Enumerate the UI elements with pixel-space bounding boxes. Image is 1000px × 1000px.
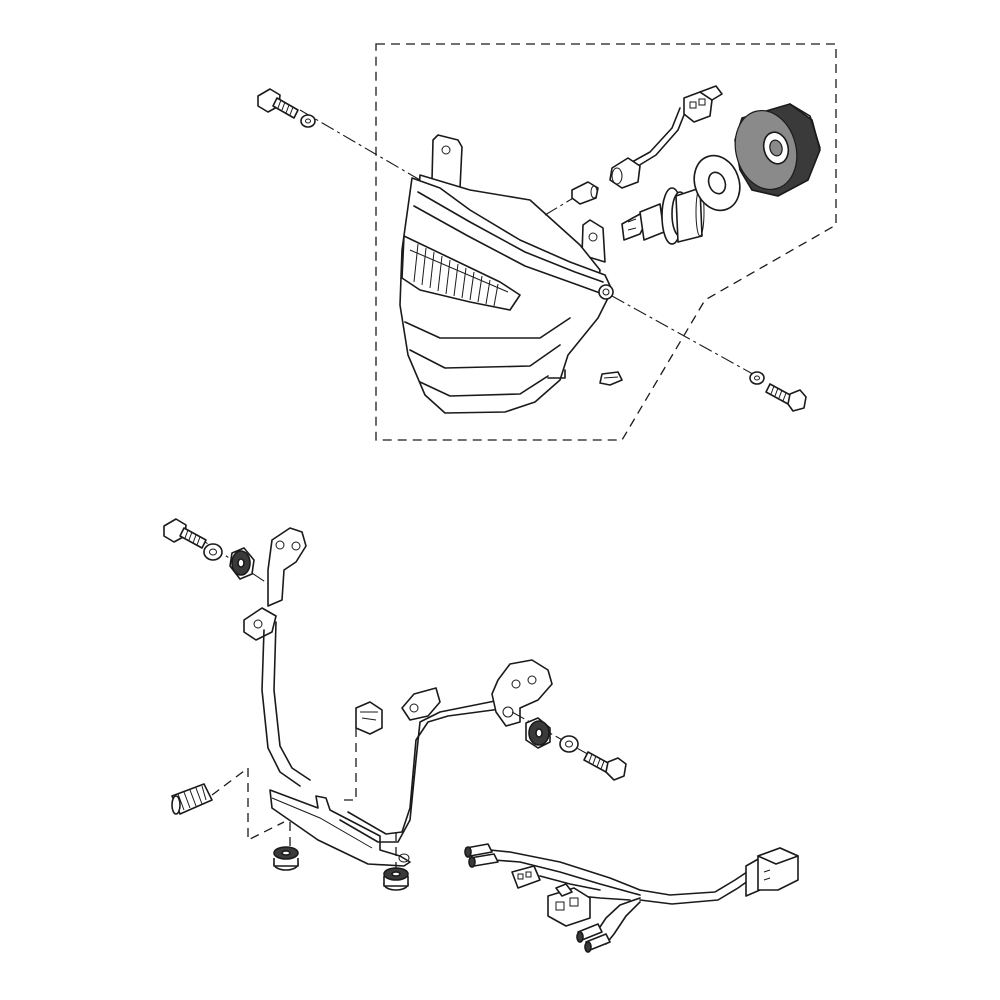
mounting-bolt-upper-left[interactable] [257,88,299,119]
leader-stay-left [189,531,271,586]
washer-right[interactable] [749,371,765,385]
bulb-socket[interactable] [609,157,641,189]
mounting-bolt-right[interactable] [765,383,807,412]
washer-upper-left[interactable] [300,114,316,128]
headlight-stay-bracket[interactable] [243,527,553,867]
stay-collar-left[interactable] [203,543,223,561]
stay-bolt-left[interactable] [163,518,207,549]
headlight-housing[interactable] [399,134,614,414]
headlight-assembly-kit-boundary [375,43,837,441]
position-bulb[interactable] [571,181,599,205]
rubber-dust-cover[interactable] [727,103,821,197]
stay-grommet-right[interactable] [525,717,551,749]
spring-nut[interactable] [171,783,213,815]
leader-clip-nut [340,728,357,801]
clip-nut[interactable] [547,369,623,386]
leader-right [611,295,761,379]
stay-bolt-right[interactable] [583,751,627,781]
wiring-connector[interactable] [631,85,723,167]
leader-spring-nut [211,766,285,842]
stay-clip-nut[interactable] [355,701,383,735]
leader-bulb [544,196,576,216]
leader-upper-left [299,109,421,181]
headlight-wire-harness[interactable] [464,843,799,953]
bulb-retainer-ring[interactable] [687,149,747,217]
lower-grommet-left[interactable] [273,846,299,871]
stay-grommet-left[interactable] [229,547,255,580]
headlight-bulb[interactable] [621,187,705,245]
stay-collar-right[interactable] [559,735,579,753]
lower-grommet-right[interactable] [383,867,409,891]
